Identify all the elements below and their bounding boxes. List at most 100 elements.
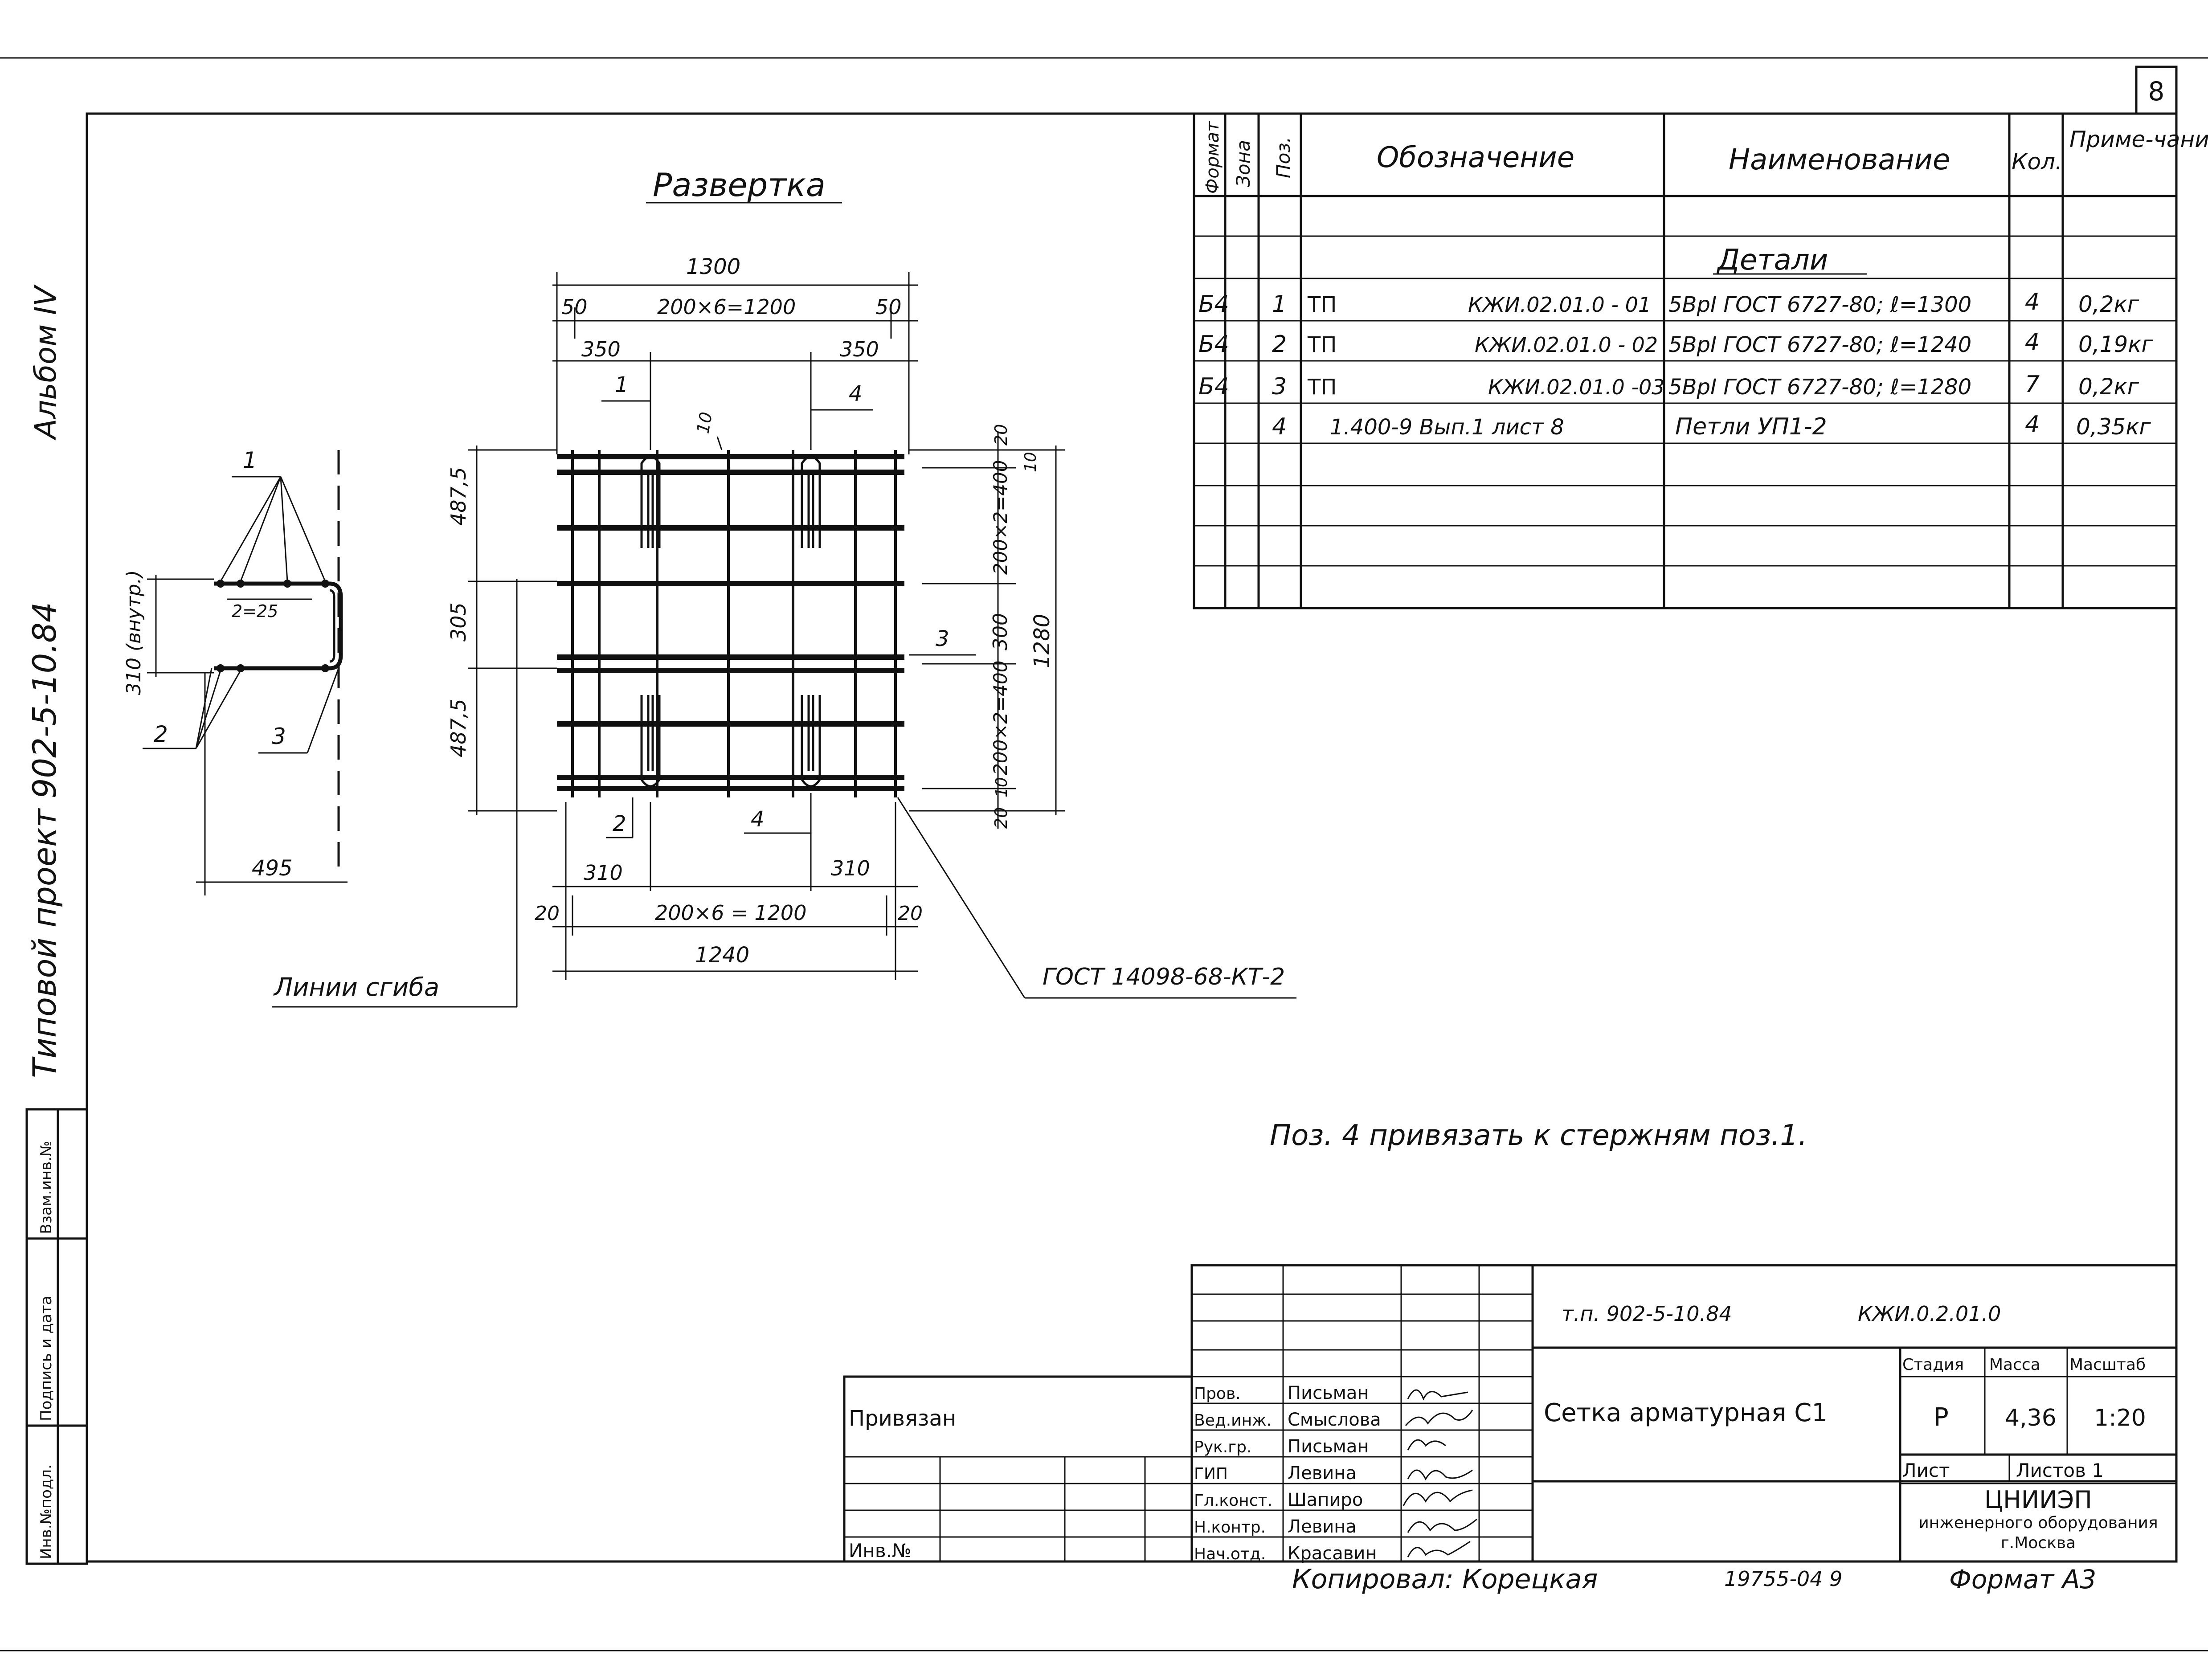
dim-right-200x2a: 200×2=400 (990, 460, 1011, 575)
dim-bottom-right20: 20 (898, 902, 923, 925)
dim-bottom-310-left: 310 (584, 861, 623, 885)
dim-right-10c: 10 (993, 777, 1011, 797)
dim-bottom-310-right: 310 (831, 856, 870, 880)
svg-text:Левина: Левина (1288, 1463, 1357, 1484)
privyazan-label: Привязан (849, 1406, 956, 1431)
dim-right-10b: 10 (1022, 452, 1040, 472)
dim-top-left: 50 (561, 295, 588, 319)
header-pos: Поз. (1272, 137, 1294, 178)
svg-text:Нач.отд.: Нач.отд. (1194, 1545, 1266, 1563)
strip-inv: Инв.№подл. (37, 1464, 55, 1559)
svg-text:4: 4 (2025, 411, 2040, 438)
svg-text:0,19кг: 0,19кг (2078, 331, 2154, 357)
scale-value: 1:20 (2094, 1405, 2146, 1431)
svg-text:Письман: Письман (1288, 1383, 1369, 1403)
svg-text:ТП: ТП (1307, 332, 1337, 357)
section-label-3: 3 (272, 724, 286, 749)
dim-top-right: 50 (875, 295, 902, 319)
dim-pos-right-top: 350 (840, 337, 879, 361)
svg-text:4: 4 (2025, 289, 2040, 315)
doc-title: Сетка арматурная С1 (1544, 1398, 1828, 1427)
project-code: т.п. 902-5-10.84 (1562, 1302, 1732, 1326)
org-line-2: инженерного оборудования (1918, 1514, 2158, 1532)
svg-text:3: 3 (1272, 373, 1287, 400)
dim-left-h3: 487,5 (446, 699, 470, 757)
project-label: Типовой проект 902-5-10.84 (26, 602, 63, 1078)
privyazan-block: Привязан Инв.№ (843, 1375, 1193, 1563)
sheet-number: 8 (2148, 76, 2165, 106)
sheet-frame (86, 112, 2178, 1563)
svg-text:КЖИ.02.01.0 -03: КЖИ.02.01.0 -03 (1488, 375, 1665, 399)
callout-4-top: 4 (849, 381, 863, 406)
signatures (1402, 1389, 1477, 1557)
cross-section: 1 2=25 310 (внутр.) 2 3 495 (123, 447, 348, 895)
svg-text:Шапиро: Шапиро (1288, 1490, 1363, 1510)
svg-text:Красавин: Красавин (1288, 1543, 1377, 1564)
svg-text:0,2кг: 0,2кг (2078, 291, 2139, 317)
gost-label: ГОСТ 14098-68-КТ-2 (1043, 964, 1285, 990)
dim-left-h1: 487,5 (446, 467, 470, 526)
mass-label: Масса (1989, 1356, 2040, 1374)
svg-text:1: 1 (1272, 291, 1287, 318)
header-qty: Кол. (2012, 149, 2062, 175)
mass-value: 4,36 (2005, 1405, 2057, 1431)
svg-text:КЖИ.02.01.0 - 02: КЖИ.02.01.0 - 02 (1475, 333, 1658, 357)
dim-bottom-mid: 200×6 = 1200 (655, 901, 806, 925)
org-line-3: г.Москва (2001, 1534, 2076, 1552)
callout-3: 3 (936, 626, 949, 651)
svg-text:Б4: Б4 (1198, 331, 1229, 358)
svg-text:Левина: Левина (1288, 1516, 1357, 1537)
svg-text:4: 4 (2025, 329, 2040, 356)
dim-right-300: 300 (989, 613, 1012, 650)
svg-text:Б4: Б4 (1198, 373, 1229, 400)
dim-pos-left-top: 350 (581, 337, 621, 361)
svg-text:Петли УП1-2: Петли УП1-2 (1675, 413, 1827, 440)
section-height: 310 (внутр.) (123, 570, 145, 695)
header-name: Наименование (1729, 143, 1950, 176)
svg-text:Рук.гр.: Рук.гр. (1194, 1438, 1251, 1456)
dim-left-h2: 305 (446, 602, 470, 642)
svg-text:2: 2 (1272, 331, 1287, 358)
svg-text:5ВрI ГОСТ 6727-80; ℓ=1240: 5ВрI ГОСТ 6727-80; ℓ=1240 (1668, 332, 1971, 357)
callout-4-bottom: 4 (751, 807, 765, 832)
svg-text:Н.контр.: Н.контр. (1194, 1518, 1266, 1537)
note-text: Поз. 4 привязать к стержням поз.1. (1270, 1119, 1807, 1152)
svg-text:Гл.конст.: Гл.конст. (1194, 1492, 1272, 1510)
dim-right-20b: 20 (991, 807, 1011, 829)
table-row: Б4 2 ТП КЖИ.02.01.0 - 02 5ВрI ГОСТ 6727-… (1198, 329, 2154, 358)
sheets-label: Листов 1 (2016, 1459, 2104, 1481)
table-row: Б4 3 ТП КЖИ.02.01.0 -03 5ВрI ГОСТ 6727-8… (1198, 371, 2139, 400)
header-zone: Зона (1232, 140, 1254, 187)
table-row: 4 1.400-9 Вып.1 лист 8 Петли УП1-2 4 0,3… (1272, 411, 2151, 440)
album-label: Альбом IV (29, 284, 63, 441)
dim-right-1280: 1280 (1030, 614, 1055, 668)
section-title-details: Детали (1716, 244, 1828, 277)
dim-top-mid: 200×6=1200 (657, 295, 796, 319)
doc-code: КЖИ.0.2.01.0 (1858, 1302, 2001, 1326)
stage-value: Р (1934, 1403, 1949, 1432)
svg-text:1.400-9 Вып.1 лист 8: 1.400-9 Вып.1 лист 8 (1330, 415, 1564, 440)
mesh (557, 450, 904, 797)
copied-by: Копировал: Корецкая (1292, 1564, 1598, 1595)
header-designation: Обозначение (1377, 141, 1574, 174)
callout-2: 2 (613, 811, 626, 836)
section-spacing: 2=25 (232, 601, 278, 621)
svg-text:КЖИ.02.01.0 - 01: КЖИ.02.01.0 - 01 (1468, 293, 1651, 317)
header-format: Формат (1202, 121, 1223, 194)
strip-replace: Взам.инв.№ (37, 1141, 55, 1234)
dim-overall-top: 1300 (686, 254, 740, 279)
section-label-1: 1 (243, 447, 257, 473)
section-width: 495 (252, 856, 293, 881)
svg-text:Б4: Б4 (1198, 291, 1229, 318)
dim-right-200x2b: 200×2=400 (990, 661, 1011, 775)
inv-label: Инв.№ (849, 1540, 912, 1561)
format-label: Формат А3 (1949, 1564, 2096, 1594)
dim-10-top: 10 (693, 410, 716, 435)
svg-text:Письман: Письман (1288, 1436, 1369, 1457)
svg-text:ГИП: ГИП (1194, 1465, 1228, 1483)
svg-text:5ВрI ГОСТ 6727-80; ℓ=1280: 5ВрI ГОСТ 6727-80; ℓ=1280 (1668, 375, 1971, 400)
dim-right-20a: 20 (991, 424, 1011, 446)
section-label-2: 2 (154, 721, 168, 747)
svg-text:5ВрI ГОСТ 6727-80; ℓ=1300: 5ВрI ГОСТ 6727-80; ℓ=1300 (1668, 292, 1971, 317)
